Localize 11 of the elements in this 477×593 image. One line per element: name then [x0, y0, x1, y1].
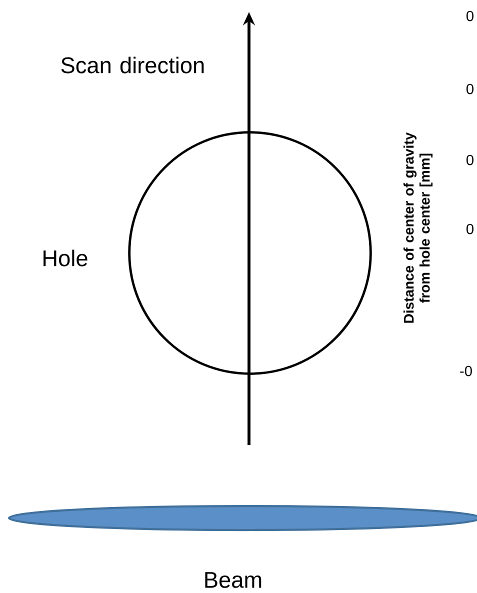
circle-outline [128, 131, 372, 375]
hole-label: Hole [44, 250, 88, 266]
direction-label: Scan direction [61, 56, 204, 74]
tick-label: 0 [466, 10, 474, 22]
beam-ellipse [8, 504, 477, 532]
axis-title: Distance of center of gravity from hole center [mm] [403, 132, 433, 323]
tick-label: 0 [466, 224, 474, 234]
tick-label: 0 [466, 84, 474, 94]
tick-label: -0 [460, 366, 472, 376]
tick-label: 0 [466, 154, 474, 166]
beam-label: Beam [205, 572, 262, 588]
